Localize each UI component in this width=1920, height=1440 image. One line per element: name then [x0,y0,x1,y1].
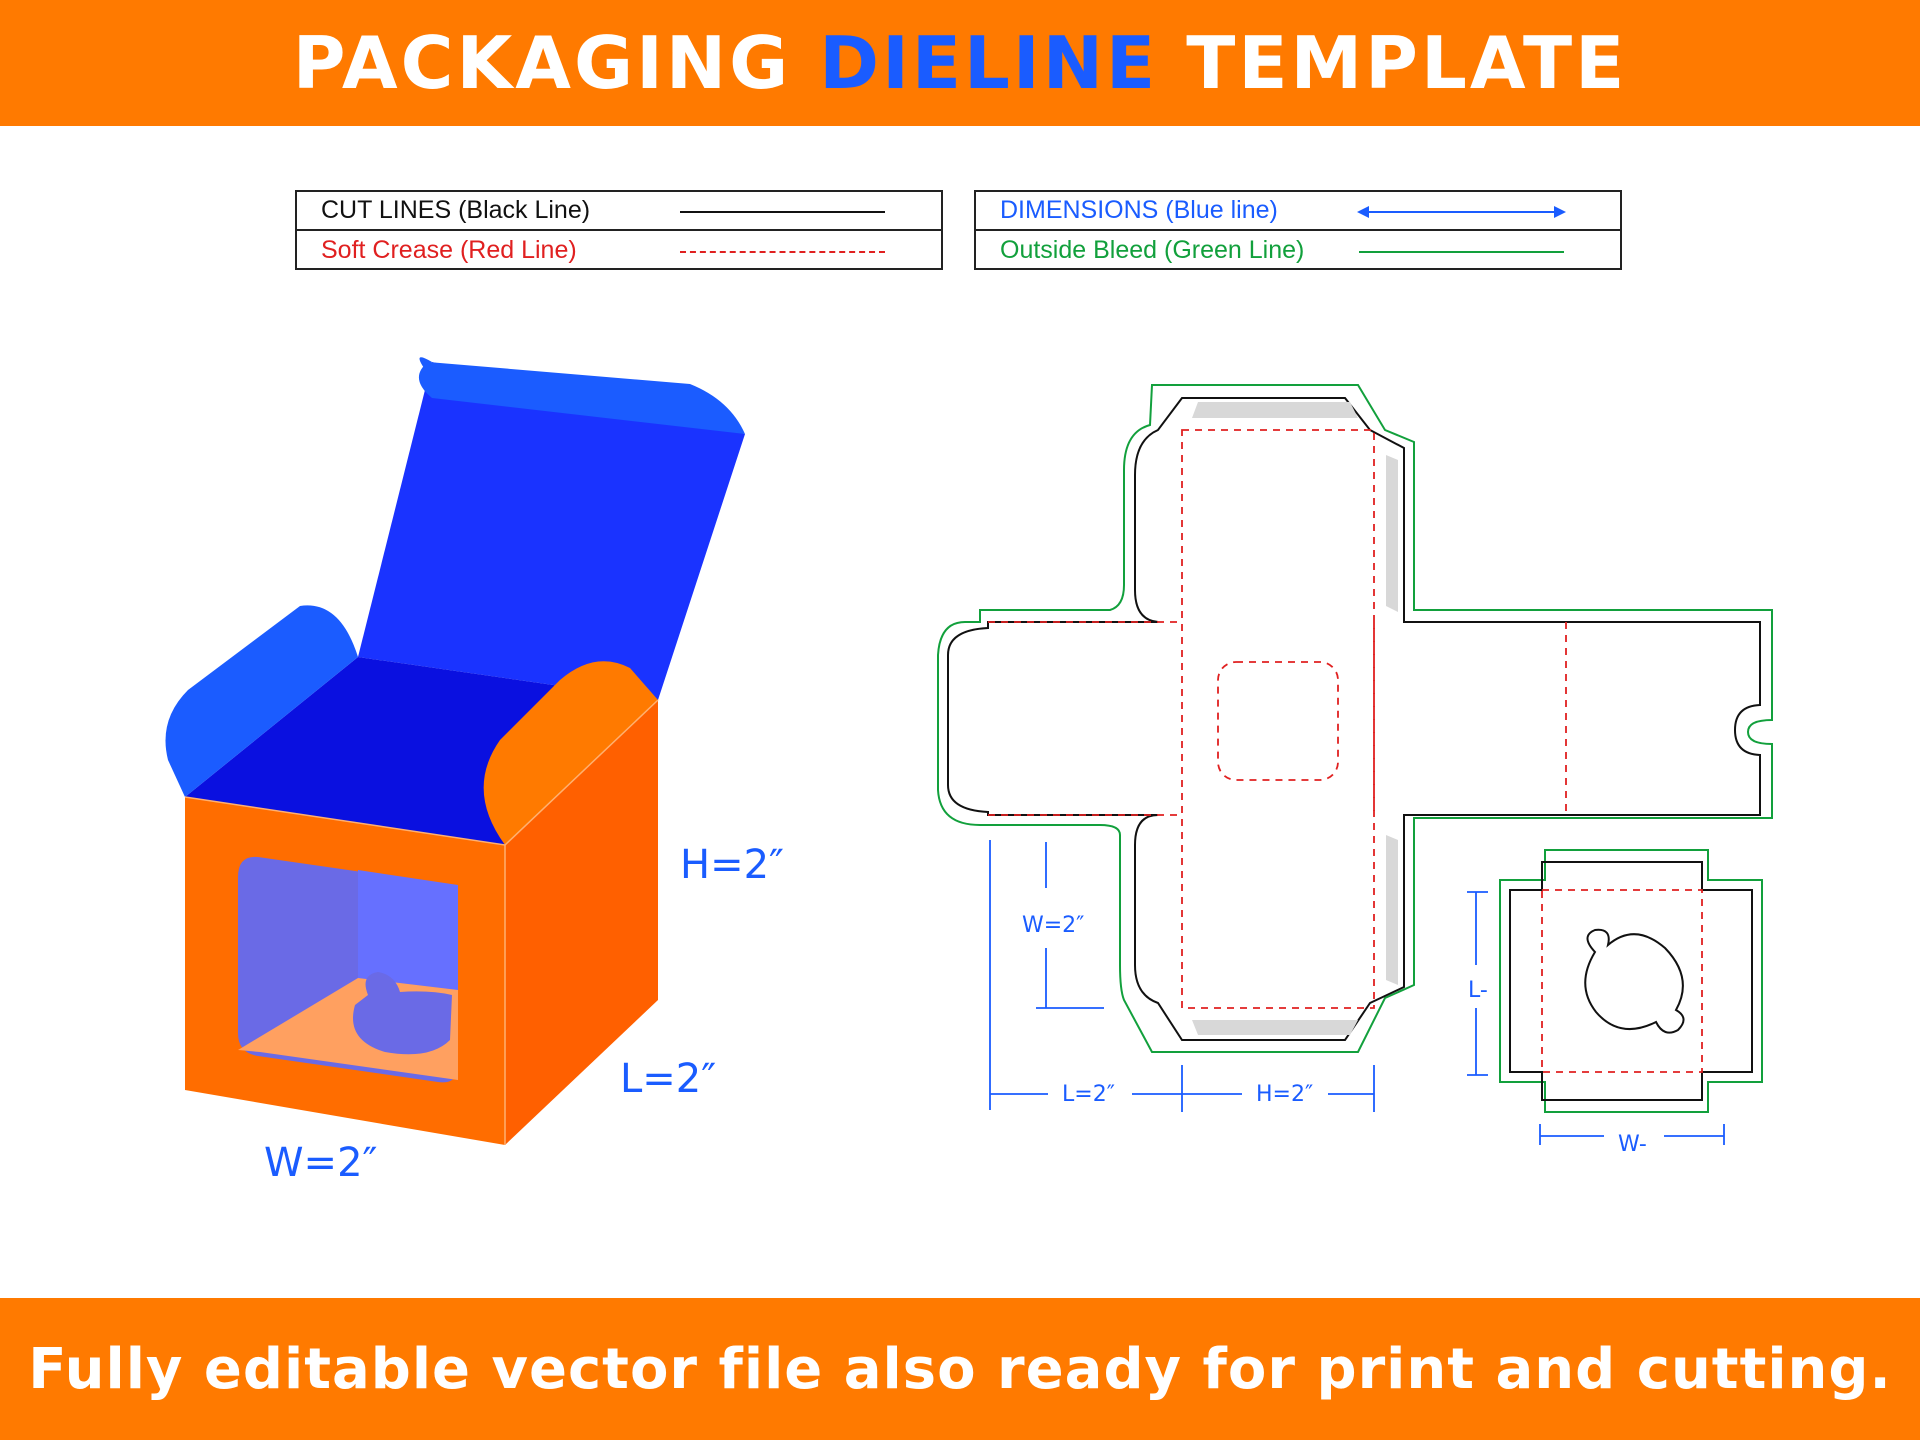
legend-bleed-label: Outside Bleed (Green Line) [1000,236,1305,264]
dimension-lines [989,840,1725,1145]
title-part2: TEMPLATE [1186,21,1628,105]
cut-outline [947,397,1761,1041]
footer-banner: Fully editable vector file also ready fo… [0,1298,1920,1440]
dieline-h-label: H=2″ [1256,1082,1313,1107]
insert-cupcake-hole [1584,928,1685,1034]
box-height-label: H=2″ [680,842,784,888]
legend-row-dimensions: DIMENSIONS (Blue line) [976,192,1620,231]
box-length-label: L=2″ [620,1056,716,1102]
cut-line-sample [680,210,885,213]
box-side-face [505,700,658,1145]
dieline-w-label: W=2″ [1022,913,1084,938]
insert-crease-lines [1541,889,1703,1073]
footer-tagline: Fully editable vector file also ready fo… [28,1336,1892,1402]
crease-lines [988,429,1567,1009]
insert-w-label: W- [1618,1132,1647,1157]
legend-row-bleed: Outside Bleed (Green Line) [976,231,1620,270]
insert-l-label: L- [1468,978,1488,1003]
box-3d-illustration [165,357,745,1145]
title-highlight: DIELINE [819,21,1159,105]
box-lid [358,362,745,700]
legend-cut-label: CUT LINES (Black Line) [321,196,591,224]
box-lid-tuck-flap [419,357,432,368]
dimension-arrow-sample [1357,205,1566,218]
legend-crease-label: Soft Crease (Red Line) [321,236,577,264]
box-left-dust-flap [165,605,358,797]
box-width-label: W=2″ [264,1140,377,1186]
legend-row-crease: Soft Crease (Red Line) [297,231,941,270]
crease-line-sample [680,250,885,253]
dieline-l-label: L=2″ [1062,1082,1115,1107]
insert-bleed-outline [1499,849,1763,1113]
bleed-outline [937,384,1773,1053]
legend-dimensions-label: DIMENSIONS (Blue line) [1000,196,1278,224]
legend-right: DIMENSIONS (Blue line) Outside Bleed (Gr… [974,190,1622,270]
window-back-wall [358,870,458,990]
cupcake-insert-hole [353,972,452,1055]
box-lid-tuck-flap-top [418,362,745,434]
title-part1: PACKAGING [292,21,792,105]
legend-row-cut: CUT LINES (Black Line) [297,192,941,231]
legend-left: CUT LINES (Black Line) Soft Crease (Red … [295,190,943,270]
dieline-insert [1499,849,1763,1113]
bleed-line-sample [1359,250,1564,253]
box-right-dust-flap [483,661,658,845]
dieline-main [937,384,1773,1053]
header-banner: PACKAGING DIELINE TEMPLATE [0,0,1920,126]
glue-areas [1192,402,1398,1035]
